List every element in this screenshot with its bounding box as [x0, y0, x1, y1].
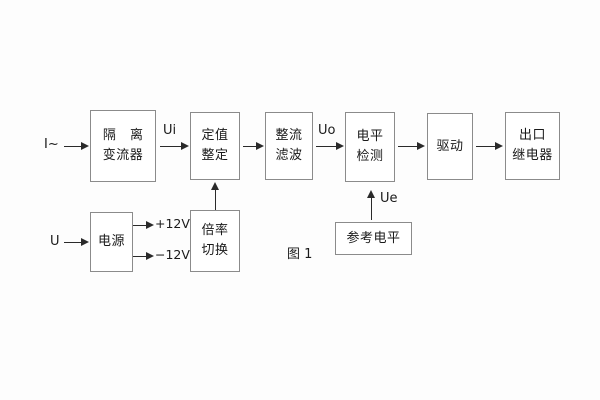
arrowhead-setting-to-rectify [256, 141, 264, 150]
block-level-detection-line2: 检测 [356, 149, 384, 164]
current-input-wire [64, 146, 82, 147]
block-output-relay-line1: 出口 [518, 127, 546, 143]
block-multiplier-switch-line1: 倍率 [201, 222, 229, 238]
arrowhead-reference-to-level [367, 190, 375, 198]
wire-isolation-to-setting [160, 146, 182, 147]
block-rectify-filter-line1: 整流 [275, 127, 303, 143]
arrowhead-level-to-drive [417, 141, 425, 150]
voltage-input-wire [64, 242, 82, 243]
figure-caption: 图 1 [287, 247, 313, 262]
block-power-supply[interactable]: 电源 [90, 212, 133, 272]
arrowhead-multiplier-to-setting [211, 182, 219, 190]
arrowhead-pos-12v [146, 220, 154, 229]
block-drive[interactable]: 驱动 [427, 113, 473, 180]
rail-label-neg-12v: −12V [155, 247, 190, 262]
arrowhead-rectify-to-level [336, 141, 344, 150]
current-input-label: I~ [44, 137, 59, 152]
arrowhead-isolation-to-setting [181, 141, 189, 150]
block-setting-value-line2: 整定 [201, 148, 229, 163]
wire-level-to-drive [398, 146, 418, 147]
block-drive-line1: 驱动 [436, 138, 464, 154]
block-multiplier-switch[interactable]: 倍率 切换 [190, 210, 240, 272]
block-isolation-transformer-line2: 变流器 [102, 148, 144, 163]
block-level-detection[interactable]: 电平 检测 [345, 112, 395, 182]
voltage-input-label: U [50, 234, 60, 249]
wire-drive-to-relay [476, 146, 496, 147]
wire-multiplier-to-setting [215, 190, 216, 210]
block-rectify-filter-line2: 滤波 [275, 148, 303, 163]
signal-label-uo: Uo [318, 123, 336, 138]
block-power-supply-line1: 电源 [97, 234, 125, 250]
block-reference-level[interactable]: 参考电平 [335, 222, 412, 255]
voltage-input-arrowhead [81, 237, 89, 246]
signal-label-ui: Ui [163, 123, 177, 138]
arrowhead-drive-to-relay [495, 141, 503, 150]
block-reference-level-line1: 参考电平 [346, 230, 401, 246]
wire-rectify-to-level [316, 146, 337, 147]
block-rectify-filter[interactable]: 整流 滤波 [265, 112, 313, 180]
wire-setting-to-rectify [243, 146, 257, 147]
block-level-detection-line1: 电平 [356, 128, 384, 144]
block-isolation-transformer[interactable]: 隔 离 变流器 [90, 110, 156, 182]
wire-reference-to-level [371, 198, 372, 220]
rail-label-pos-12v: +12V [155, 216, 190, 231]
wire-neg-12v [133, 256, 147, 257]
block-setting-value-line1: 定值 [201, 127, 229, 143]
arrowhead-neg-12v [146, 251, 154, 260]
block-output-relay[interactable]: 出口 继电器 [505, 112, 560, 180]
block-setting-value[interactable]: 定值 整定 [190, 112, 240, 180]
block-output-relay-line2: 继电器 [512, 148, 553, 163]
wire-pos-12v [133, 225, 147, 226]
signal-label-ue: Ue [380, 191, 398, 206]
block-isolation-transformer-line1: 隔 离 [102, 127, 149, 143]
block-multiplier-switch-line2: 切换 [201, 243, 229, 258]
current-input-arrowhead [81, 141, 89, 150]
